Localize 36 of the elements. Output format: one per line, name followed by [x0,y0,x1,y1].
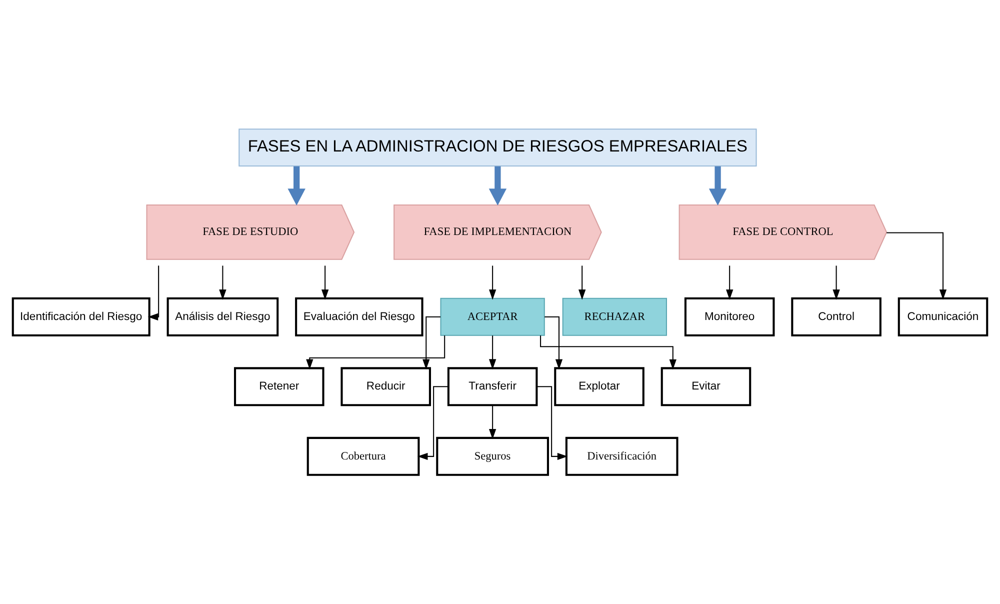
arrow [219,266,226,300]
arrow [536,386,568,460]
node-box: Seguros [436,436,549,476]
node-box: Diversificación [565,436,678,476]
arrow [488,336,496,370]
node-box: Explotar [554,367,644,406]
node-box: Evaluación del Riesgo [295,297,424,336]
arrow [540,336,676,370]
arrow [708,166,727,206]
node-box: Retener [234,367,324,406]
arrow [321,266,329,300]
node-box: Control [791,297,882,336]
node-box: ACEPTAR [440,298,545,336]
arrow [578,266,586,300]
node-box: Monitoreo [684,297,775,336]
arrow [417,386,448,460]
arrow [422,316,441,370]
arrow [306,335,446,370]
node-box: RECHAZAR [562,298,667,336]
arrow [488,166,507,206]
node-box: Identificación del Riesgo [12,297,150,336]
node-box: FASES EN LA ADMINISTRACION DE RIESGOS EMPRESARIALES [238,128,757,167]
arrow [288,166,306,206]
arrow [544,316,563,370]
node-box: Comunicación [898,297,988,336]
arrow [832,266,840,300]
arrow [488,266,496,300]
arrow [726,266,734,300]
node-box: Cobertura [306,436,420,476]
node-box: Transferir [447,367,538,406]
arrow [886,232,947,300]
node-box: Análisis del Riesgo [166,297,279,336]
node-box: Evitar [660,367,752,406]
arrow [488,405,496,440]
node-box: Reducir [340,367,431,406]
arrow [148,266,160,320]
